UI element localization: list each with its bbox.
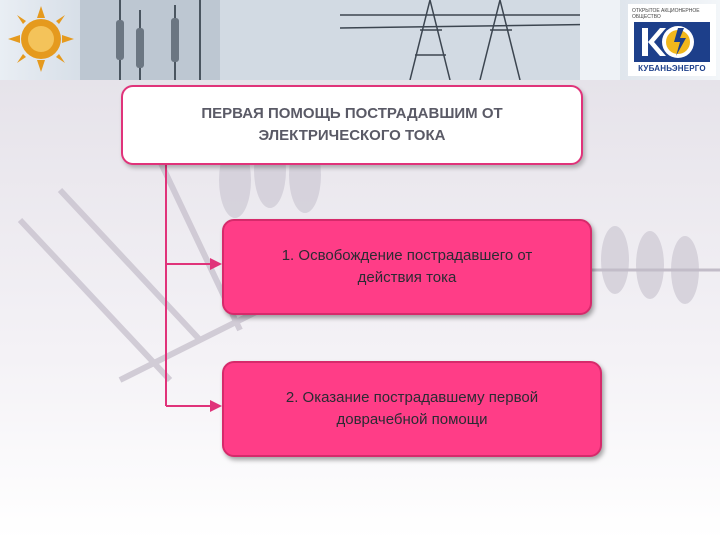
sun-emblem-logo xyxy=(6,4,76,74)
sun-emblem-icon xyxy=(8,6,74,72)
step-box-first-aid: 2. Оказание пострадавшему первой довраче… xyxy=(222,361,602,457)
step-label: 2. Оказание пострадавшему первой довраче… xyxy=(285,389,539,428)
company-form-caption: ОТКРЫТОЕ АКЦИОНЕРНОЕ ОБЩЕСТВО xyxy=(632,8,700,20)
step-label: 1. Освобождение пострадавшего от действи… xyxy=(281,247,533,286)
diagram-title: ПЕРВАЯ ПОМОЩЬ ПОСТРАДАВШИМ ОТ ЭЛЕКТРИЧЕС… xyxy=(201,105,503,144)
kubanenergo-logo: ОТКРЫТОЕ АКЦИОНЕРНОЕ ОБЩЕСТВО КУБАНЬЭНЕР… xyxy=(628,4,716,76)
power-line-banner-image xyxy=(80,0,620,80)
header-banner: ОТКРЫТОЕ АКЦИОНЕРНОЕ ОБЩЕСТВО КУБАНЬЭНЕР… xyxy=(0,0,720,80)
diagram-title-box: ПЕРВАЯ ПОМОЩЬ ПОСТРАДАВШИМ ОТ ЭЛЕКТРИЧЕС… xyxy=(121,85,583,165)
brand-name: КУБАНЬЭНЕРГО xyxy=(638,64,706,73)
kubanenergo-emblem-icon xyxy=(634,22,710,62)
step-box-release-from-current: 1. Освобождение пострадавшего от действи… xyxy=(222,219,592,315)
